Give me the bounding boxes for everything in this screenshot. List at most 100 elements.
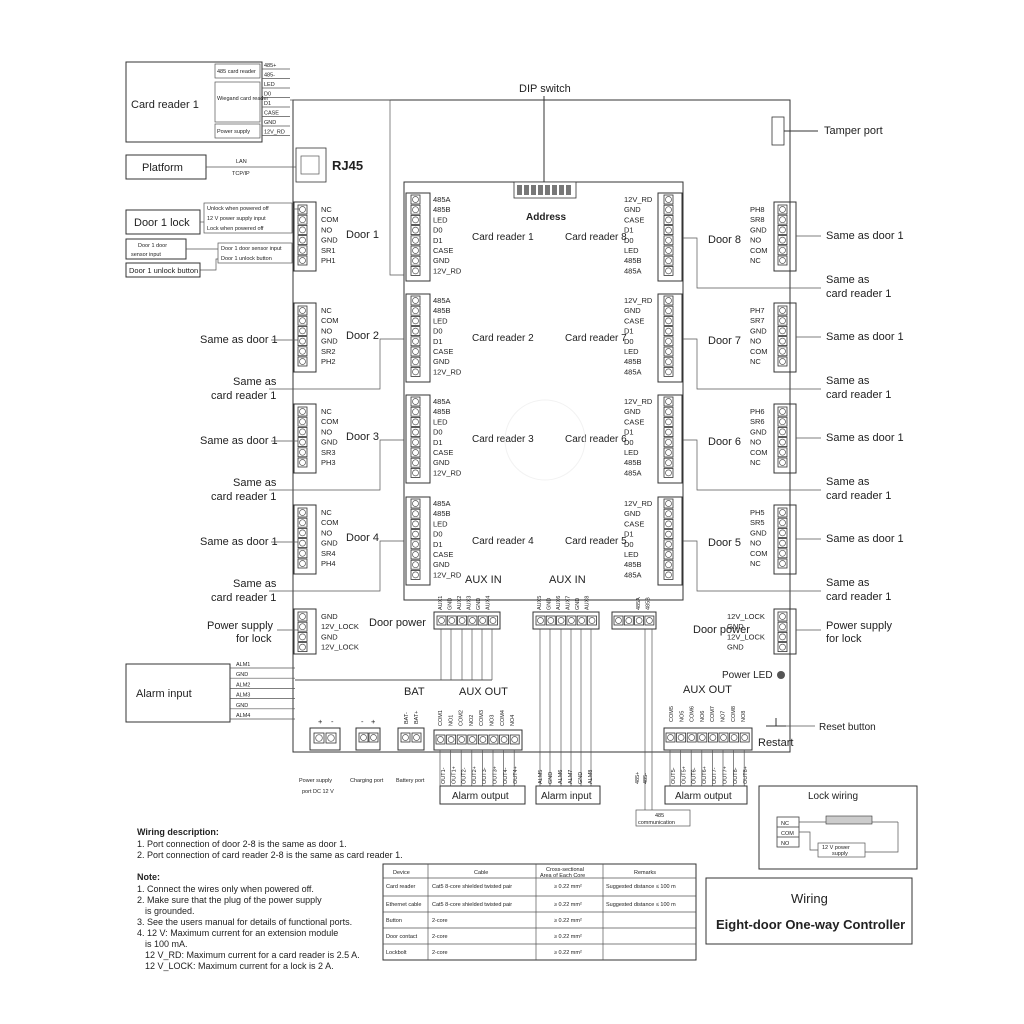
vertical-pin-label: OUT3- [482,767,488,784]
same-as-door1-label: Same as door 1 [826,230,904,242]
table-cell: ≥ 0.22 mm² [554,918,582,924]
lock-power-pin [297,621,308,632]
door-pin [297,517,308,528]
reader-pin-label: LED [433,316,448,325]
reader-pin [663,214,674,225]
power-pin [325,732,337,744]
door-pin-label: SR4 [321,549,336,558]
door-pin [777,224,788,235]
table-cell: Button [386,918,402,924]
note-line: 2. Make sure that the plug of the power … [137,895,322,905]
reader-pin-label: D1 [433,337,443,346]
reader-pin [663,519,674,529]
aux-in-pin [488,615,498,626]
lock-wiring-pin: NC [781,821,789,827]
reader-pin [663,194,674,205]
reader-pin-label: 485B [433,306,451,315]
vertical-pin-label: 485A [636,597,642,610]
charging-port-caption: Charging port [350,778,384,784]
same-as-cr1-label: card reader 1 [211,491,276,503]
reader-pin-label: GND [624,509,641,518]
dip-key [517,185,522,195]
door-pin-label: NC [321,306,332,315]
same-as-cr1-label: card reader 1 [826,389,891,401]
lock-power-pin [777,632,788,642]
vertical-pin-label: OUT8+ [743,766,749,784]
vertical-pin-label: AUX1 [438,596,444,610]
power-supply-lock-left: Power supply [207,620,274,632]
door-pin [297,437,308,448]
same-as-cr1-label: card reader 1 [826,490,891,502]
note-line: is grounded. [145,906,195,916]
table-cell: Card reader [386,884,416,890]
door-pin [777,517,788,528]
vertical-pin-label: OUT8- [733,767,739,784]
aux-in-pin [556,615,566,626]
same-as-door1-label: Same as door 1 [200,536,278,548]
vertical-pin-label: OUT1+ [451,766,457,784]
reader-label: Card reader 3 [472,434,534,445]
door1-lock-line: Lock when powered off [207,226,264,232]
vertical-pin-label: COM8 [731,706,737,722]
address-label: Address [526,212,566,223]
same-as-door1-label: Same as door 1 [200,435,278,447]
door-pin-label: SR3 [321,448,336,457]
door-pin-label: PH7 [750,306,765,315]
lock-power-pin [777,611,788,622]
alarm-input-box [125,663,231,723]
door-pin-label: NO [750,539,761,548]
door-pin-label: NC [750,559,761,568]
reader-pin [663,366,674,377]
vertical-pin-label: GND [548,772,554,784]
cr1-power-label: Power supply [217,129,250,135]
door1-unlock-label: Door 1 unlock button [129,266,198,275]
aux-in-pin [587,615,597,626]
svg-text:communication: communication [638,820,675,826]
reader-pin [410,336,421,347]
reader-pin-label: 485B [433,509,451,518]
door-pin [777,325,788,336]
aux-out-pin [718,732,729,743]
aux-in-pin [566,615,577,626]
reader-pin [410,366,421,377]
door-pin [297,245,308,256]
reader-pin-label: 485B [624,256,642,265]
title-line1: Wiring [791,891,828,906]
reset-button-label: Reset button [819,722,876,733]
reader-pin [410,204,421,215]
door-pin-label: COM [750,549,768,558]
reader-pin [663,467,674,478]
reader-pin-label: D0 [624,438,634,447]
aux-out-pin [467,734,478,745]
note-title: Note: [137,872,160,882]
door-pin [777,245,788,256]
door-pin [297,558,308,569]
wiring-desc-line: 1. Port connection of door 2-8 is the sa… [137,839,347,849]
same-as-cr1-label: Same as [233,578,277,590]
vertical-pin-label: OUT4- [503,767,509,784]
card-reader-1-box [125,61,263,143]
lock-power-pin [297,611,308,622]
same-as-cr1-label: Same as [826,375,870,387]
door-pin-label: GND [750,528,767,537]
door-pin [297,214,308,225]
aux-in-pin [467,615,478,626]
cr1-485-label: 485 card reader [217,69,256,75]
power-led [777,671,785,679]
door-pin [297,356,308,367]
reader-pin [663,356,674,367]
reader-pin-label: 485A [624,266,642,275]
reader-pin [410,194,421,205]
reader-pin-label: D1 [624,428,634,437]
aux-in-pin [477,615,488,626]
vertical-pin-label: 485+ [635,772,641,784]
door-pin [297,416,308,427]
lock-wiring-box [758,785,918,870]
reader-pin [663,346,674,357]
door-pin [297,447,308,458]
